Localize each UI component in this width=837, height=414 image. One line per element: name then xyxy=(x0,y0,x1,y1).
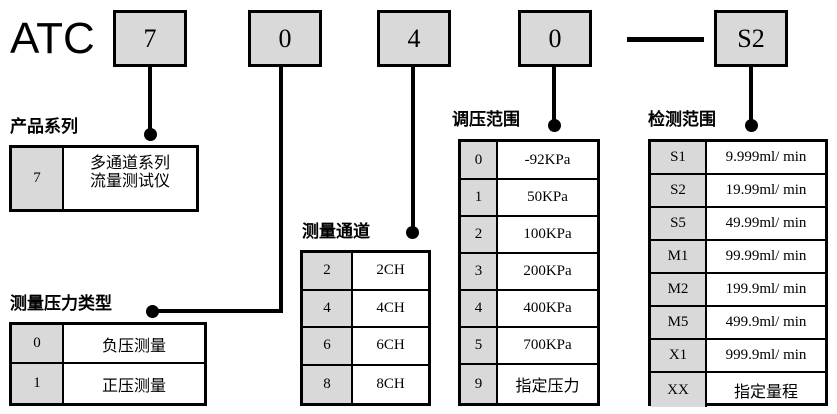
code-box-pressure-type[interactable]: 0 xyxy=(248,10,322,67)
cell-code: 9 xyxy=(461,365,498,403)
caption-channels: 测量通道 xyxy=(302,222,370,242)
cell-code: 4 xyxy=(303,290,353,326)
cell-code: 6 xyxy=(303,328,353,364)
table-pressure-range: 0 -92KPa 1 50KPa 2 100KPa 3 200KPa 4 400… xyxy=(458,139,600,406)
table-row[interactable]: M5 499.9ml/ min xyxy=(651,307,825,340)
cell-desc: 4CH xyxy=(376,299,405,316)
cell-desc: 6CH xyxy=(376,337,405,354)
code-box-pressure-range[interactable]: 0 xyxy=(518,10,592,67)
code-box-channel-count[interactable]: 4 xyxy=(377,10,451,67)
connector-dot-pressure-range xyxy=(548,119,561,132)
cell-desc: 负压测量 xyxy=(101,335,166,355)
table-row[interactable]: 8 8CH xyxy=(303,365,428,403)
cell-code: 2 xyxy=(303,253,353,289)
cell-code: 5 xyxy=(461,328,498,363)
connector-line-detection-range xyxy=(749,66,753,128)
cell-desc: 50KPa xyxy=(527,189,568,205)
table-row[interactable]: 4 400KPa xyxy=(461,291,597,328)
cell-code: 7 xyxy=(12,148,64,209)
cell-desc: 400KPa xyxy=(523,300,572,316)
cell-desc: -92KPa xyxy=(524,151,571,168)
cell-desc: 100KPa xyxy=(523,226,572,242)
cell-code: M5 xyxy=(651,307,707,338)
cell-desc: 正压测量 xyxy=(101,375,166,395)
connector-line-channels xyxy=(411,66,415,235)
cell-desc: 99.99ml/ min xyxy=(725,248,807,264)
table-row[interactable]: M1 99.99ml/ min xyxy=(651,241,825,274)
connector-line-pressure-range xyxy=(552,66,556,128)
cell-desc: 999.9ml/ min xyxy=(725,347,807,363)
cell-code: M2 xyxy=(651,274,707,305)
table-row[interactable]: S2 19.99ml/ min xyxy=(651,175,825,208)
table-row[interactable]: 1 正压测量 xyxy=(12,364,204,403)
connector-dot-pressure-type xyxy=(146,305,159,318)
cell-code: 1 xyxy=(461,180,498,215)
table-row[interactable]: 3 200KPa xyxy=(461,254,597,291)
table-row[interactable]: 7 多通道系列 流量测试仪 xyxy=(12,148,196,209)
table-row[interactable]: XX 指定量程 xyxy=(651,373,825,407)
table-row[interactable]: 1 50KPa xyxy=(461,180,597,217)
table-row[interactable]: S5 49.99ml/ min xyxy=(651,208,825,241)
cell-desc: 多通道系列 流量测试仪 xyxy=(64,148,196,209)
cell-desc: 200KPa xyxy=(523,263,572,279)
cell-code: 0 xyxy=(461,142,498,178)
caption-product-series: 产品系列 xyxy=(10,117,78,137)
table-row[interactable]: 2 2CH xyxy=(303,253,428,291)
table-row[interactable]: 2 100KPa xyxy=(461,217,597,254)
cell-code: 8 xyxy=(303,365,353,403)
code-box-detection-range[interactable]: S2 xyxy=(714,10,788,67)
cell-desc: 700KPa xyxy=(523,337,572,353)
cell-code: 3 xyxy=(461,254,498,289)
cell-code: S1 xyxy=(651,142,707,173)
connector-line-pressure-type-horizontal xyxy=(151,309,283,313)
cell-desc: 49.99ml/ min xyxy=(725,215,807,231)
cell-code: S2 xyxy=(651,175,707,206)
cell-desc: 指定压力 xyxy=(515,376,580,395)
cell-code: XX xyxy=(651,373,707,407)
connector-dot-detection-range xyxy=(745,119,758,132)
table-row[interactable]: 9 指定压力 xyxy=(461,365,597,403)
cell-code: 1 xyxy=(12,364,64,403)
cell-desc-line1: 多通道系列 xyxy=(89,153,170,172)
cell-desc: 19.99ml/ min xyxy=(725,182,807,198)
connector-dot-product-series xyxy=(144,128,157,141)
connector-dot-channels xyxy=(406,226,419,239)
cell-code: M1 xyxy=(651,241,707,272)
cell-desc: 9.999ml/ min xyxy=(725,149,807,165)
caption-pressure-range: 调压范围 xyxy=(452,110,520,130)
cell-desc: 499.9ml/ min xyxy=(725,314,807,330)
cell-desc: 199.9ml/ min xyxy=(725,281,807,297)
table-detection-range: S1 9.999ml/ min S2 19.99ml/ min S5 49.99… xyxy=(648,139,828,407)
caption-detection-range: 检测范围 xyxy=(648,110,716,130)
cell-code: X1 xyxy=(651,340,707,371)
cell-code: 4 xyxy=(461,291,498,326)
brand-label: ATC xyxy=(10,14,95,63)
connector-line-pressure-type-vertical xyxy=(279,66,283,313)
table-row[interactable]: M2 199.9ml/ min xyxy=(651,274,825,307)
caption-pressure-type: 测量压力类型 xyxy=(10,294,112,314)
cell-desc-line2: 流量测试仪 xyxy=(89,171,170,191)
cell-desc: 2CH xyxy=(376,262,405,279)
table-row[interactable]: 0 负压测量 xyxy=(12,325,204,364)
table-pressure-type: 0 负压测量 1 正压测量 xyxy=(9,322,207,406)
table-row[interactable]: 6 6CH xyxy=(303,328,428,366)
cell-desc: 指定量程 xyxy=(733,382,798,401)
table-row[interactable]: 0 -92KPa xyxy=(461,142,597,180)
cell-code: 0 xyxy=(12,325,64,362)
cell-desc: 8CH xyxy=(376,375,405,392)
table-row[interactable]: S1 9.999ml/ min xyxy=(651,142,825,175)
code-separator-dash xyxy=(627,37,704,42)
cell-code: S5 xyxy=(651,208,707,239)
table-row[interactable]: 4 4CH xyxy=(303,290,428,328)
table-row[interactable]: 5 700KPa xyxy=(461,328,597,365)
cell-code: 2 xyxy=(461,217,498,252)
code-box-product-series[interactable]: 7 xyxy=(113,10,187,67)
table-product-series: 7 多通道系列 流量测试仪 xyxy=(9,145,199,212)
table-channels: 2 2CH 4 4CH 6 6CH 8 8CH xyxy=(300,250,431,406)
connector-line-product-series xyxy=(148,66,152,136)
table-row[interactable]: X1 999.9ml/ min xyxy=(651,340,825,373)
